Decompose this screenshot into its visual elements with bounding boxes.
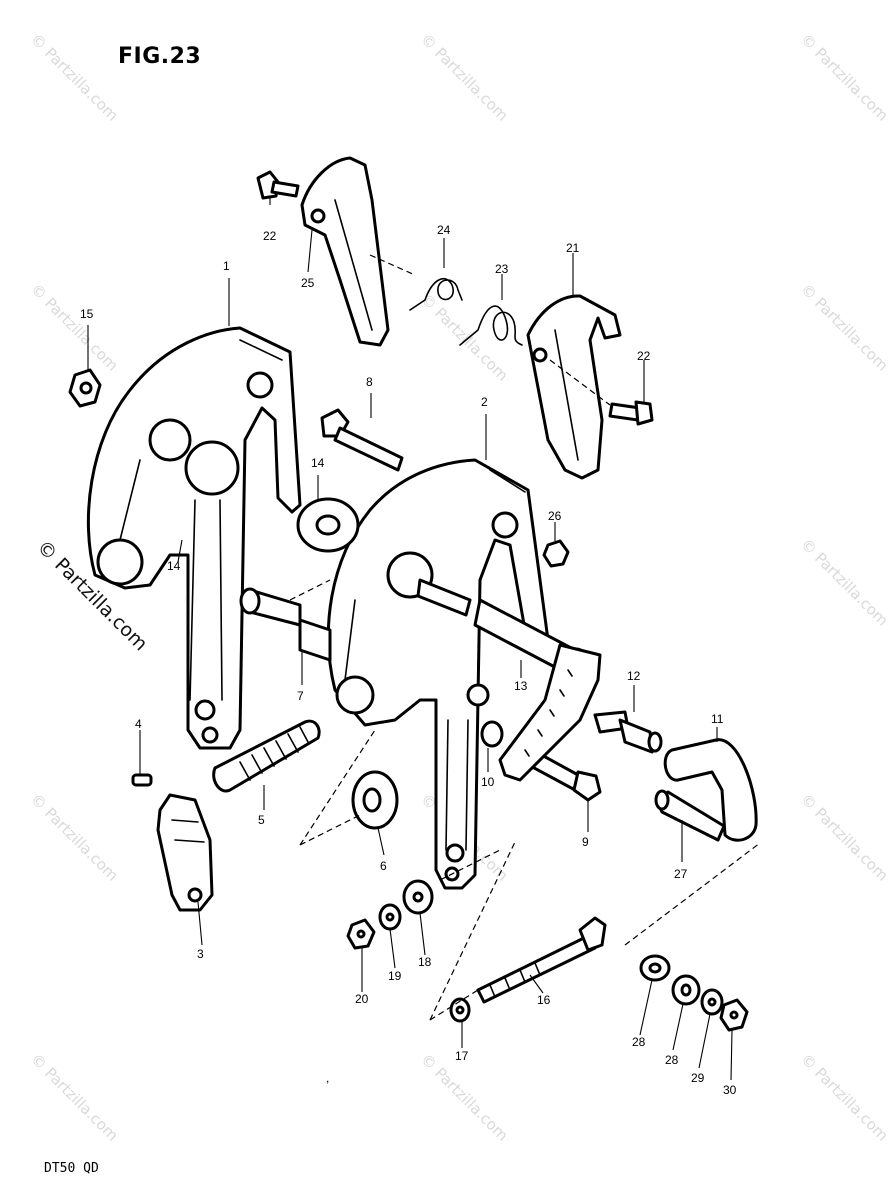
spring-23 [459, 305, 523, 346]
callout-label: 12 [627, 669, 641, 683]
washer-18 [402, 879, 434, 915]
washer-28a [639, 954, 671, 982]
clamp-screw [212, 719, 321, 793]
handle-grip [663, 738, 758, 842]
watermark-text: © Partzilla.com [797, 790, 892, 885]
callout-label: 26 [548, 509, 562, 523]
washer-19 [378, 903, 402, 931]
callout-label: 6 [380, 859, 387, 873]
figure-title: FIG.23 [118, 44, 201, 69]
watermark-text: © Partzilla.com [27, 1050, 122, 1145]
left-clamp-bracket [86, 326, 302, 750]
bolt-22b [608, 400, 654, 426]
stray-mark: , [326, 1071, 329, 1085]
callout-label: 8 [366, 375, 373, 389]
long-bolt [476, 916, 607, 1004]
watermark-text: © Partzilla.com [797, 535, 892, 630]
washer-17 [449, 997, 471, 1023]
watermark-text: © Partzilla.com [797, 30, 892, 125]
lever-21 [526, 294, 622, 480]
callout-label: 9 [582, 835, 589, 849]
callout-label: 22 [263, 229, 277, 243]
callout-label: 20 [355, 992, 369, 1006]
callout-label: 3 [197, 947, 204, 961]
right-clamp-bracket [326, 458, 550, 890]
callout-label: 28 [665, 1053, 679, 1067]
callout-label: 10 [481, 775, 495, 789]
callout-label: 14 [311, 456, 325, 470]
threaded-fitting [593, 710, 663, 754]
nut-30 [719, 998, 749, 1032]
bolt-22a [256, 170, 300, 200]
bolt-8 [320, 408, 404, 472]
callout-label: 18 [418, 955, 432, 969]
washer-29 [700, 988, 724, 1016]
callout-label: 7 [297, 689, 304, 703]
nut-20 [346, 918, 376, 950]
callout-label: 30 [723, 1083, 737, 1097]
callout-label: 14 [167, 559, 181, 573]
shaft-left [239, 587, 332, 662]
watermark-text: © Partzilla.com [417, 30, 512, 125]
pin-27 [654, 789, 726, 842]
callout-label: 22 [637, 349, 651, 363]
callout-label: 15 [80, 307, 94, 321]
bushing [351, 770, 399, 830]
clamp-pad-part [156, 793, 214, 912]
washer-14 [296, 497, 360, 553]
watermark-text: © Partzilla.com [417, 1050, 512, 1145]
callout-label: 25 [301, 276, 315, 290]
watermark-text: © Partzilla.com [797, 1050, 892, 1145]
callout-label: 2 [481, 395, 488, 409]
plate-holes [524, 669, 573, 757]
washer-10 [480, 720, 504, 748]
spring-24 [409, 277, 463, 311]
watermark-text: © Partzilla.com [797, 280, 892, 375]
callout-labels: 1 2 3 4 5 6 7 8 9 10 11 12 13 14 14 15 1… [80, 223, 737, 1097]
callout-label: 17 [455, 1049, 469, 1063]
callout-label: 28 [632, 1035, 646, 1049]
callout-label: 16 [537, 993, 551, 1007]
nut-15 [68, 368, 102, 408]
callout-label: 4 [135, 717, 142, 731]
lever-25 [300, 156, 390, 347]
small-pin [131, 773, 153, 787]
callout-label: 11 [711, 712, 724, 726]
watermark-text: © Partzilla.com [27, 30, 122, 125]
washer-28b [671, 974, 701, 1006]
callout-label: 13 [514, 679, 528, 693]
assembly-guides [289, 254, 761, 1021]
callout-label: 5 [258, 813, 265, 827]
callout-label: 23 [495, 262, 509, 276]
callout-label: 27 [674, 867, 688, 881]
watermark-text: © Partzilla.com [27, 790, 122, 885]
lever-plate [498, 643, 602, 782]
nut-26 [542, 539, 570, 568]
callout-label: 21 [566, 241, 580, 255]
callout-label: 29 [691, 1071, 705, 1085]
callout-label: 19 [388, 969, 402, 983]
callout-label: 24 [437, 223, 451, 237]
callout-label: 1 [223, 259, 230, 273]
model-code: DT50 QD [44, 1161, 99, 1176]
callout-leaders [87, 198, 733, 1081]
watermark-text: © Partzilla.com [27, 280, 122, 375]
